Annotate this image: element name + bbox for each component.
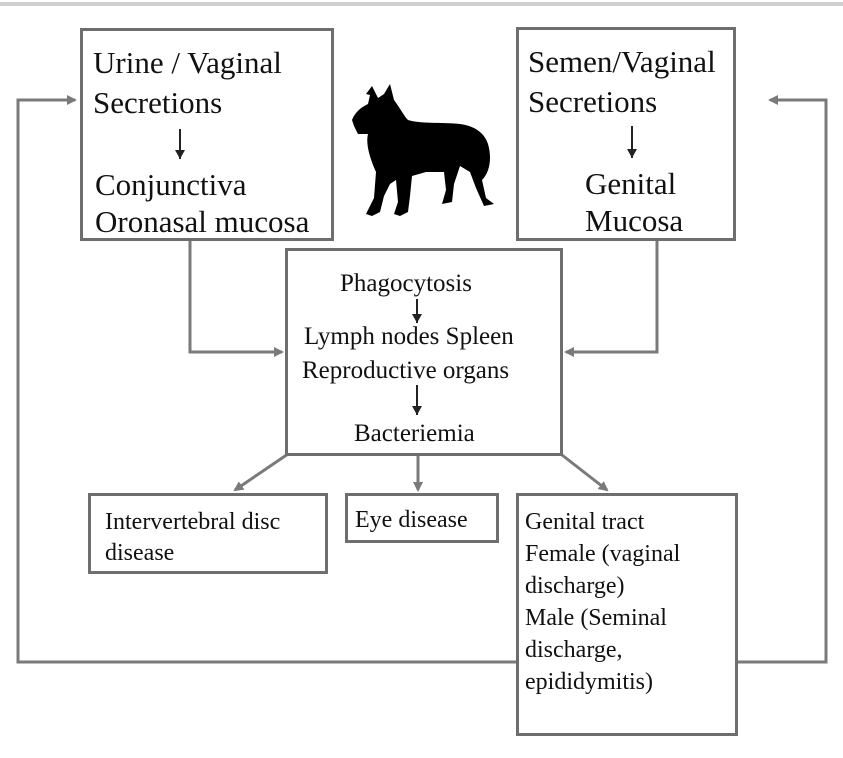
urine-target-line2: Oronasal mucosa: [95, 204, 310, 239]
lymph-spleen-label: Lymph nodes Spleen: [304, 323, 514, 350]
connector-center-to-genital: [561, 453, 609, 492]
dog-silhouette-icon: [352, 84, 494, 216]
disc-line2: disease: [105, 540, 175, 566]
semen-target-line2: Mucosa: [585, 203, 684, 238]
disc-line1: Intervertebral disc: [105, 509, 281, 535]
pathogenesis-box: Phagocytosis Lymph nodes Spleen Reproduc…: [285, 248, 563, 456]
urine-title-line2: Secretions: [93, 85, 223, 120]
urine-secretions-box: Urine / Vaginal Secretions Conjunctiva O…: [80, 28, 334, 241]
urine-title-line1: Urine / Vaginal: [93, 45, 282, 80]
semen-target-line1: Genital: [585, 166, 677, 201]
genital-line1: Genital tract: [525, 509, 645, 535]
genital-line2: Female (vaginal: [525, 541, 681, 567]
phagocytosis-label: Phagocytosis: [340, 270, 472, 297]
connector-genital-to-semen: [737, 95, 828, 664]
connector-center-to-disc: [233, 452, 289, 492]
eye-disease-label: Eye disease: [355, 507, 468, 533]
genital-tract-box: Genital tract Female (vaginal discharge)…: [516, 493, 738, 736]
genital-line5: discharge,: [525, 637, 623, 663]
intervertebral-disc-box: Intervertebral disc disease: [88, 493, 328, 574]
semen-arrow-down: [625, 126, 639, 158]
connector-urine-to-center: [188, 240, 284, 357]
genital-line4: Male (Seminal: [525, 605, 667, 631]
center-arrow-2: [410, 385, 424, 415]
semen-title-line1: Semen/Vaginal: [528, 44, 716, 79]
eye-disease-box: Eye disease: [345, 493, 499, 543]
bacteriemia-label: Bacteriemia: [354, 420, 475, 447]
genital-line6: epididymitis): [525, 669, 653, 695]
center-arrow-1: [410, 299, 424, 323]
reproductive-organs-label: Reproductive organs: [302, 357, 510, 384]
urine-arrow-down: [173, 129, 187, 159]
semen-title-line2: Secretions: [528, 84, 658, 119]
semen-secretions-box: Semen/Vaginal Secretions Genital Mucosa: [516, 27, 736, 241]
top-divider: [0, 2, 843, 6]
connector-genital-to-urine: [16, 95, 518, 664]
genital-line3: discharge): [525, 573, 625, 599]
urine-target-line1: Conjunctiva: [95, 167, 247, 202]
connector-semen-to-center: [564, 240, 659, 357]
